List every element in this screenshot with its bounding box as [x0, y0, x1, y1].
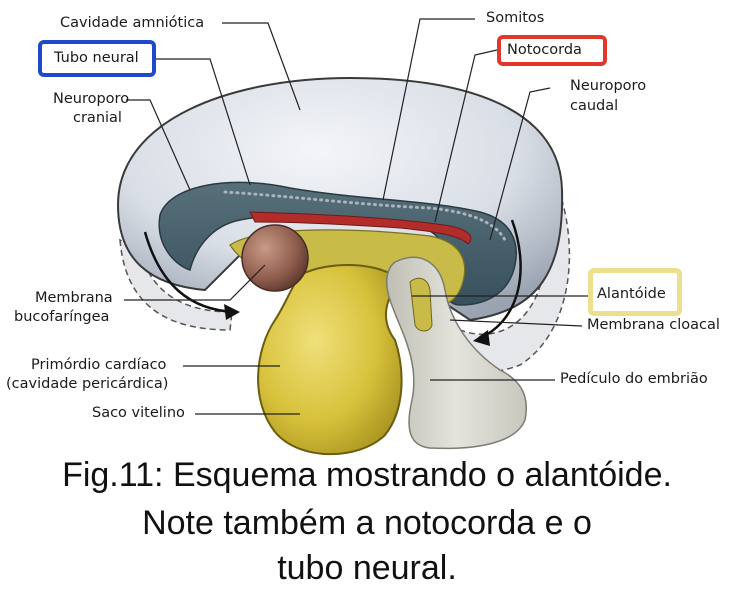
tubo-neural-highlight: [38, 40, 156, 77]
leader-lines: [124, 18, 588, 415]
notochord: [249, 211, 472, 245]
label-neuroporo-caudal-1: Neuroporo: [570, 78, 647, 94]
label-membrana-bucofaringea-2: bucofaríngea: [14, 309, 110, 325]
label-somitos: Somitos: [486, 10, 545, 26]
allantois: [409, 277, 433, 332]
label-cavidade-amniotica: Cavidade amniótica: [60, 15, 205, 31]
label-membrana-cloacal: Membrana cloacal: [587, 317, 720, 333]
heart-primordium: [241, 224, 309, 292]
label-membrana-bucofaringea-1: Membrana: [35, 290, 113, 306]
arrow-left: [143, 231, 236, 314]
notocorda-highlight: [497, 35, 607, 66]
arrow-left-head: [224, 304, 240, 320]
caption-line-3: tubo neural.: [277, 549, 457, 587]
caption-line-2: Note também a notocorda e o: [142, 504, 592, 542]
caption-line-1: Fig.11: Esquema mostrando o alantóide.: [62, 456, 672, 494]
yolk-sac: [257, 263, 403, 456]
neural-tube: [158, 181, 517, 306]
label-neuroporo-cranial-1: Neuroporo: [53, 91, 130, 107]
somites-line: [223, 190, 507, 242]
alantoide-highlight: [588, 268, 682, 316]
label-notocorda: Notocorda: [507, 42, 582, 58]
label-tubo-neural: Tubo neural: [54, 50, 139, 66]
label-alantoide: Alantóide: [597, 286, 666, 302]
arrow-right: [479, 219, 522, 340]
label-primordio-cardiaco-1: Primórdio cardíaco: [31, 357, 167, 373]
label-primordio-cardiaco-2: (cavidade pericárdica): [6, 376, 169, 392]
arrow-right-head: [473, 330, 490, 346]
label-neuroporo-cranial-2: cranial: [73, 110, 122, 126]
label-pediculo: Pedículo do embrião: [560, 371, 708, 387]
label-saco-vitelino: Saco vitelino: [92, 405, 185, 421]
label-neuroporo-caudal-2: caudal: [570, 98, 619, 114]
